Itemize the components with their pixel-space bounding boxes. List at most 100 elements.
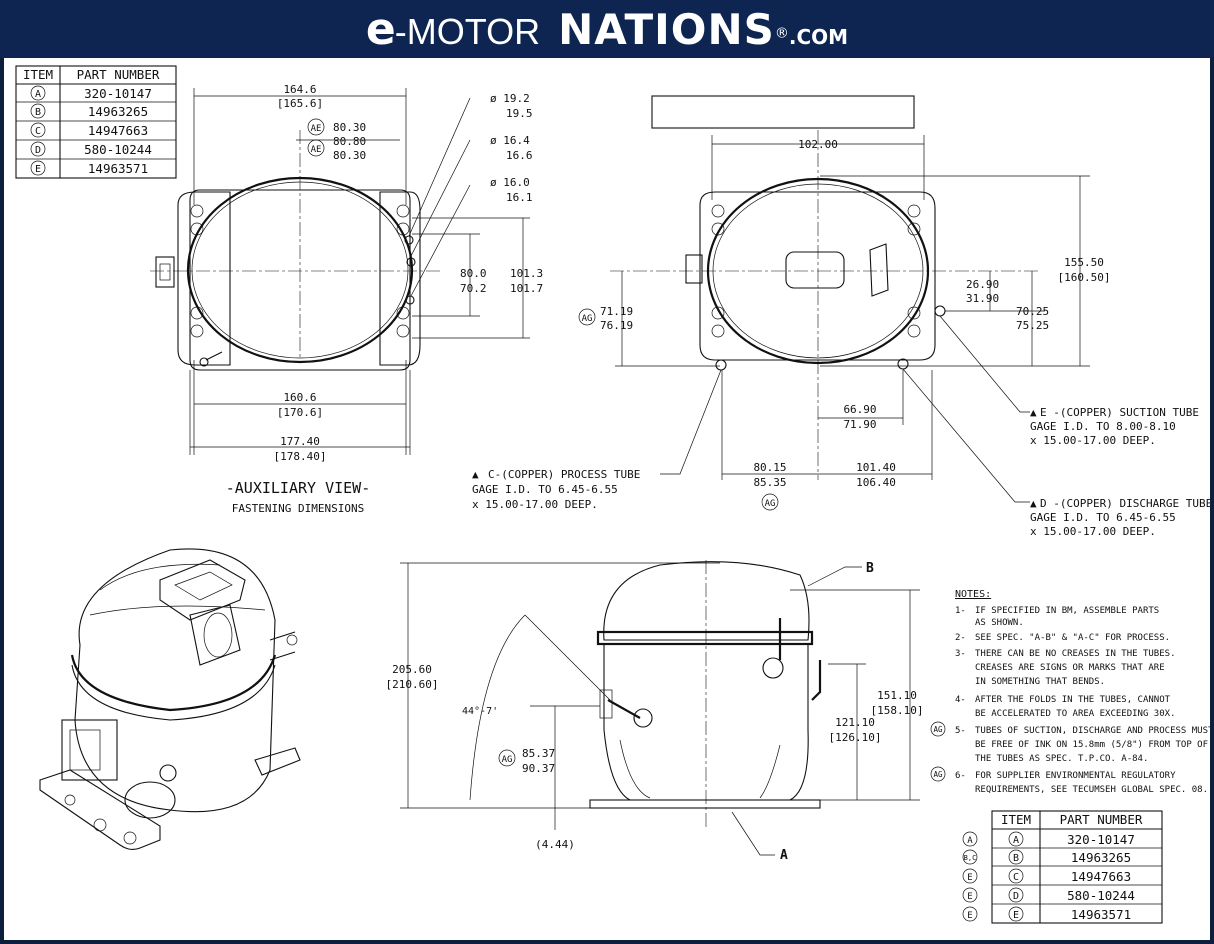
dim-bottom-width-alt: [170.6] [277,406,323,419]
note-text: AFTER THE FOLDS IN THE TUBES, CANNOT [975,695,1171,705]
ag-tag: AG [582,314,593,324]
logo-e: e [365,4,396,55]
note-text: IF SPECIFIED IN BM, ASSEMBLE PARTS [975,606,1159,616]
dim-tube-dia-1: ø 19.2 [490,92,530,105]
note-number: 5- [955,726,966,736]
table-part-number: 580-10244 [84,142,152,157]
dim-right-a2: 70.2 [460,282,487,295]
dim-bottom-width: 160.6 [283,391,316,404]
triangle-marker: ▲ [1030,497,1037,510]
parts-table-top: ITEM PART NUMBER A 320-10147 B 14963265 … [15,65,177,179]
note-c-line-3: x 15.00-17.00 DEEP. [472,498,598,511]
dim-tube-dia-2b: 16.6 [506,149,533,162]
dim-tube-dia-3: ø 16.0 [490,176,530,189]
note-e-line-1: E -(COPPER) SUCTION TUBE [1040,406,1199,419]
brand-logo: e-MOTOR NATIONS®.COM [0,4,1214,55]
dim-ae-1: 80.30 [333,121,366,134]
revision-mark: E [967,892,972,902]
dim-base: (4.44) [535,838,575,851]
dim-tube-dia-1b: 19.5 [506,107,533,120]
table-item: E [1013,910,1019,921]
note-number: 3- [955,649,966,659]
dim-top-width-alt: [165.6] [277,97,323,110]
note-d-line-3: x 15.00-17.00 DEEP. [1030,525,1156,538]
note-text: BE ACCELERATED TO AREA EXCEEDING 30X. [975,709,1175,719]
table-item: A [35,89,41,100]
revision-mark: B,C [964,854,977,862]
label-b: B [866,561,874,576]
table-header-part: PART NUMBER [77,67,160,82]
dim-right-h-alt: [158.10] [871,704,924,717]
table-item: D [1013,891,1019,902]
ag-tag: AG [933,725,943,734]
table-item: B [1013,853,1019,864]
logo-com: .COM [788,25,849,49]
revision-mark: A [967,836,973,846]
dim-tube-dia-3b: 16.1 [506,191,533,204]
dim-bottom-left-1: 80.15 [753,461,786,474]
dim-suction-h: 121.10 [835,716,875,729]
note-e-line-2: GAGE I.D. TO 8.00-8.10 [1030,420,1176,433]
technical-drawing: ITEM PART NUMBER A 320-10147 B 14963265 … [15,65,1214,924]
table-item: D [35,145,41,156]
ag-tag: AG [933,770,943,779]
triangle-marker: ▲ [472,468,479,481]
dim-bottom-right-2: 106.40 [856,476,896,489]
dim-bottom-left-2: 85.35 [753,476,786,489]
note-number: 1- [955,606,966,616]
dim-top-width: 164.6 [283,83,316,96]
auxiliary-view: 164.6 [165.6] AE AE 80.30 80.80 80.30 ø … [150,83,543,515]
dim-front-height: 205.60 [392,663,432,676]
table-item: E [35,164,41,175]
dim-overall-width: 177.40 [280,435,320,448]
note-text: IN SOMETHING THAT BENDS. [975,677,1105,687]
dim-top-view-height: 155.50 [1064,256,1104,269]
dim-mid-2: 31.90 [966,292,999,305]
table-part-number: 320-10147 [1067,832,1135,847]
dim-right-h: 151.10 [877,689,917,702]
dim-bottom-right-1: 101.40 [856,461,896,474]
table-part-number: 580-10244 [1067,888,1135,903]
logo-motor: -MOTOR [394,11,541,52]
ag-tag: AG [502,755,513,765]
table-item: C [1013,872,1019,883]
dim-lower-2: 71.90 [843,418,876,431]
dim-ae-3: 80.30 [333,149,366,162]
table-part-number: 14963571 [1071,907,1131,922]
label-a: A [780,848,788,863]
note-text: CREASES ARE SIGNS OR MARKS THAT ARE [975,663,1165,673]
note-c-line-1: C-(COPPER) PROCESS TUBE [488,468,640,481]
table-part-number: 14947663 [1071,869,1131,884]
logo-registered: ® [774,25,789,42]
dim-left-2: 76.19 [600,319,633,332]
table-header-part: PART NUMBER [1060,812,1143,827]
dim-angle: 44°-7' [462,706,498,717]
dim-tube-dia-2: ø 16.4 [490,134,530,147]
table-part-number: 14963265 [1071,850,1131,865]
isometric-compressor [39,548,301,851]
table-header-item: ITEM [1001,812,1031,827]
logo-nations: NATIONS [558,5,775,54]
table-part-number: 14963265 [88,104,148,119]
dim-front-height-alt: [210.60] [386,678,439,691]
dim-right-b2: 101.7 [510,282,543,295]
header-bar: e-MOTOR NATIONS®.COM [0,0,1214,58]
table-item: C [35,126,41,137]
front-view: 205.60 [210.60] 44°-7' AG 85.37 90.37 (4… [386,560,924,863]
note-text: THE TUBES AS SPEC. T.P.CO. A-84. [975,754,1148,764]
table-item: B [35,107,41,118]
note-text: SEE SPEC. "A-B" & "A-C" FOR PROCESS. [975,633,1170,643]
dim-overall-width-alt: [178.40] [274,450,327,463]
dim-right-1: 70.25 [1016,305,1049,318]
table-item: A [1013,835,1019,846]
dim-mid-1: 26.90 [966,278,999,291]
note-c-line-2: GAGE I.D. TO 6.45-6.55 [472,483,618,496]
parts-table-bottom: ITEM PART NUMBER A B,C E E E A 320-10147… [962,810,1163,924]
dim-right-2: 75.25 [1016,319,1049,332]
triangle-marker: ▲ [1030,406,1037,419]
note-d-line-2: GAGE I.D. TO 6.45-6.55 [1030,511,1176,524]
note-text: FOR SUPPLIER ENVIRONMENTAL REGULATORY [975,771,1176,781]
dim-suction-h-alt: [126.10] [829,731,882,744]
dim-tube-h-2: 90.37 [522,762,555,775]
note-number: 4- [955,695,966,705]
